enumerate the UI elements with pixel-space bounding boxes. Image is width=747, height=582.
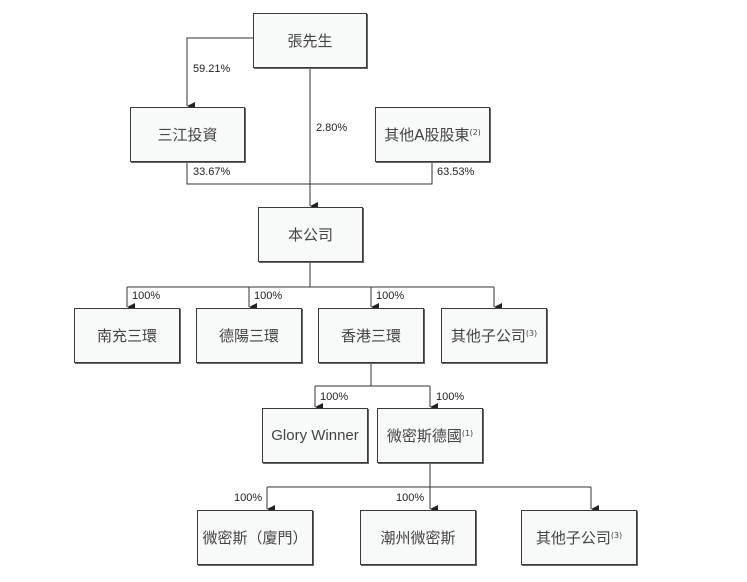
edge-label-sanjiang-company: 33.67%: [193, 166, 231, 178]
node-label: 潮州微密斯: [380, 529, 456, 547]
node-deyang: 德陽三環: [196, 308, 302, 363]
edge-sanjiang-othera-join: [186, 162, 433, 185]
node-label: 其他A股股東: [384, 126, 470, 144]
edge-label-zhang-sanjiang: 59.21%: [193, 63, 231, 75]
node-other-a-shareholders: 其他A股股東(2): [375, 107, 490, 162]
edge-label-chaozhou: 100%: [396, 492, 425, 504]
edge-label-hk: 100%: [376, 290, 405, 302]
node-xiamen: 微密斯（廈門）: [197, 510, 313, 565]
node-label: 三江投資: [157, 126, 218, 144]
node-label: Glory Winner: [271, 427, 359, 444]
edge-label-germany: 100%: [436, 391, 465, 403]
node-label: 其他子公司: [535, 529, 611, 547]
node-germany: 微密斯德國(1): [377, 408, 483, 463]
node-hk: 香港三環: [318, 308, 424, 363]
node-label: 香港三環: [340, 327, 401, 345]
edge-label-deyang: 100%: [254, 290, 283, 302]
node-mr-zhang: 張先生: [253, 13, 367, 68]
footnote-marker: (2): [469, 128, 481, 137]
edge-label-zhang-company: 2.80%: [316, 122, 348, 134]
node-label: 德陽三環: [218, 327, 279, 345]
node-label: 南充三環: [96, 327, 157, 345]
edge-label-xiamen: 100%: [234, 492, 263, 504]
node-label: 微密斯德國: [386, 427, 462, 445]
node-label: 本公司: [287, 226, 333, 244]
edge-label-nanchong: 100%: [132, 290, 161, 302]
node-label: 張先生: [287, 32, 333, 50]
node-glory-winner: Glory Winner: [262, 408, 368, 463]
node-other-subsidiaries-2: 其他子公司(3): [521, 510, 637, 565]
node-nanchong: 南充三環: [74, 308, 180, 363]
edge-zhang-sanjiang: [186, 37, 253, 110]
node-company: 本公司: [258, 207, 363, 262]
node-sanjiang: 三江投資: [130, 107, 245, 162]
node-chaozhou: 潮州微密斯: [360, 510, 476, 565]
edge-label-glory: 100%: [320, 391, 349, 403]
footnote-marker: (1): [461, 429, 474, 438]
edge-label-othera-company: 63.53%: [437, 166, 475, 178]
node-label: 微密斯（廈門）: [202, 529, 308, 547]
footnote-marker: (3): [525, 329, 538, 338]
node-label: 其他子公司: [450, 327, 526, 345]
footnote-marker: (3): [610, 531, 623, 540]
node-other-subsidiaries-1: 其他子公司(3): [441, 308, 547, 363]
